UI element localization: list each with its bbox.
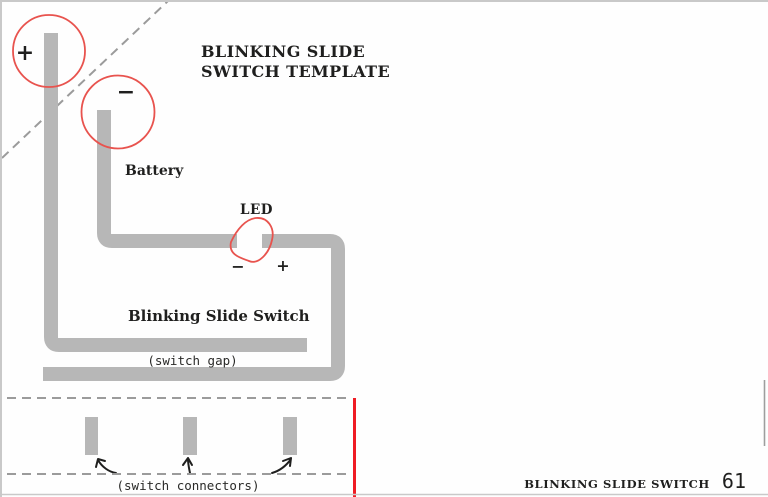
switch-connector-pad-3	[283, 417, 297, 455]
connector-arrow-3	[271, 457, 292, 474]
battery-label: Battery	[125, 163, 184, 179]
page-title: BLINKING SLIDE SWITCH TEMPLATE	[201, 42, 390, 81]
connector-arrow-1	[95, 458, 117, 474]
switch-gap-label: (switch gap)	[147, 353, 238, 368]
led-outline	[229, 217, 274, 263]
footer-chapter-label: BLINKING SLIDE SWITCH	[524, 477, 710, 491]
switch-connectors-label: (switch connectors)	[116, 478, 260, 493]
trace-battery-negative	[97, 110, 237, 248]
battery-negative-circle	[80, 74, 156, 150]
blinking-slide-switch-label: Blinking Slide Switch	[128, 307, 310, 325]
led-label: LED	[240, 202, 273, 218]
page-title-line1: BLINKING SLIDE	[201, 42, 366, 61]
page-number: 61	[721, 469, 746, 493]
battery-positive-circle	[12, 14, 86, 88]
connector-arrow-2	[182, 457, 193, 474]
led-plus-sign: +	[276, 256, 290, 275]
switch-connector-pad-1	[85, 417, 98, 455]
page-footer: BLINKING SLIDE SWITCH 61	[524, 471, 746, 491]
led-minus-sign: −	[231, 257, 245, 276]
trace-battery-positive	[44, 33, 307, 352]
trace-led-return	[43, 234, 345, 381]
battery-minus-sign: −	[116, 79, 136, 105]
switch-connector-pad-2	[183, 417, 197, 455]
page-title-line2: SWITCH TEMPLATE	[201, 61, 391, 81]
battery-plus-sign: +	[15, 40, 35, 66]
diagonal-dashed-cut-line	[2, 2, 169, 159]
